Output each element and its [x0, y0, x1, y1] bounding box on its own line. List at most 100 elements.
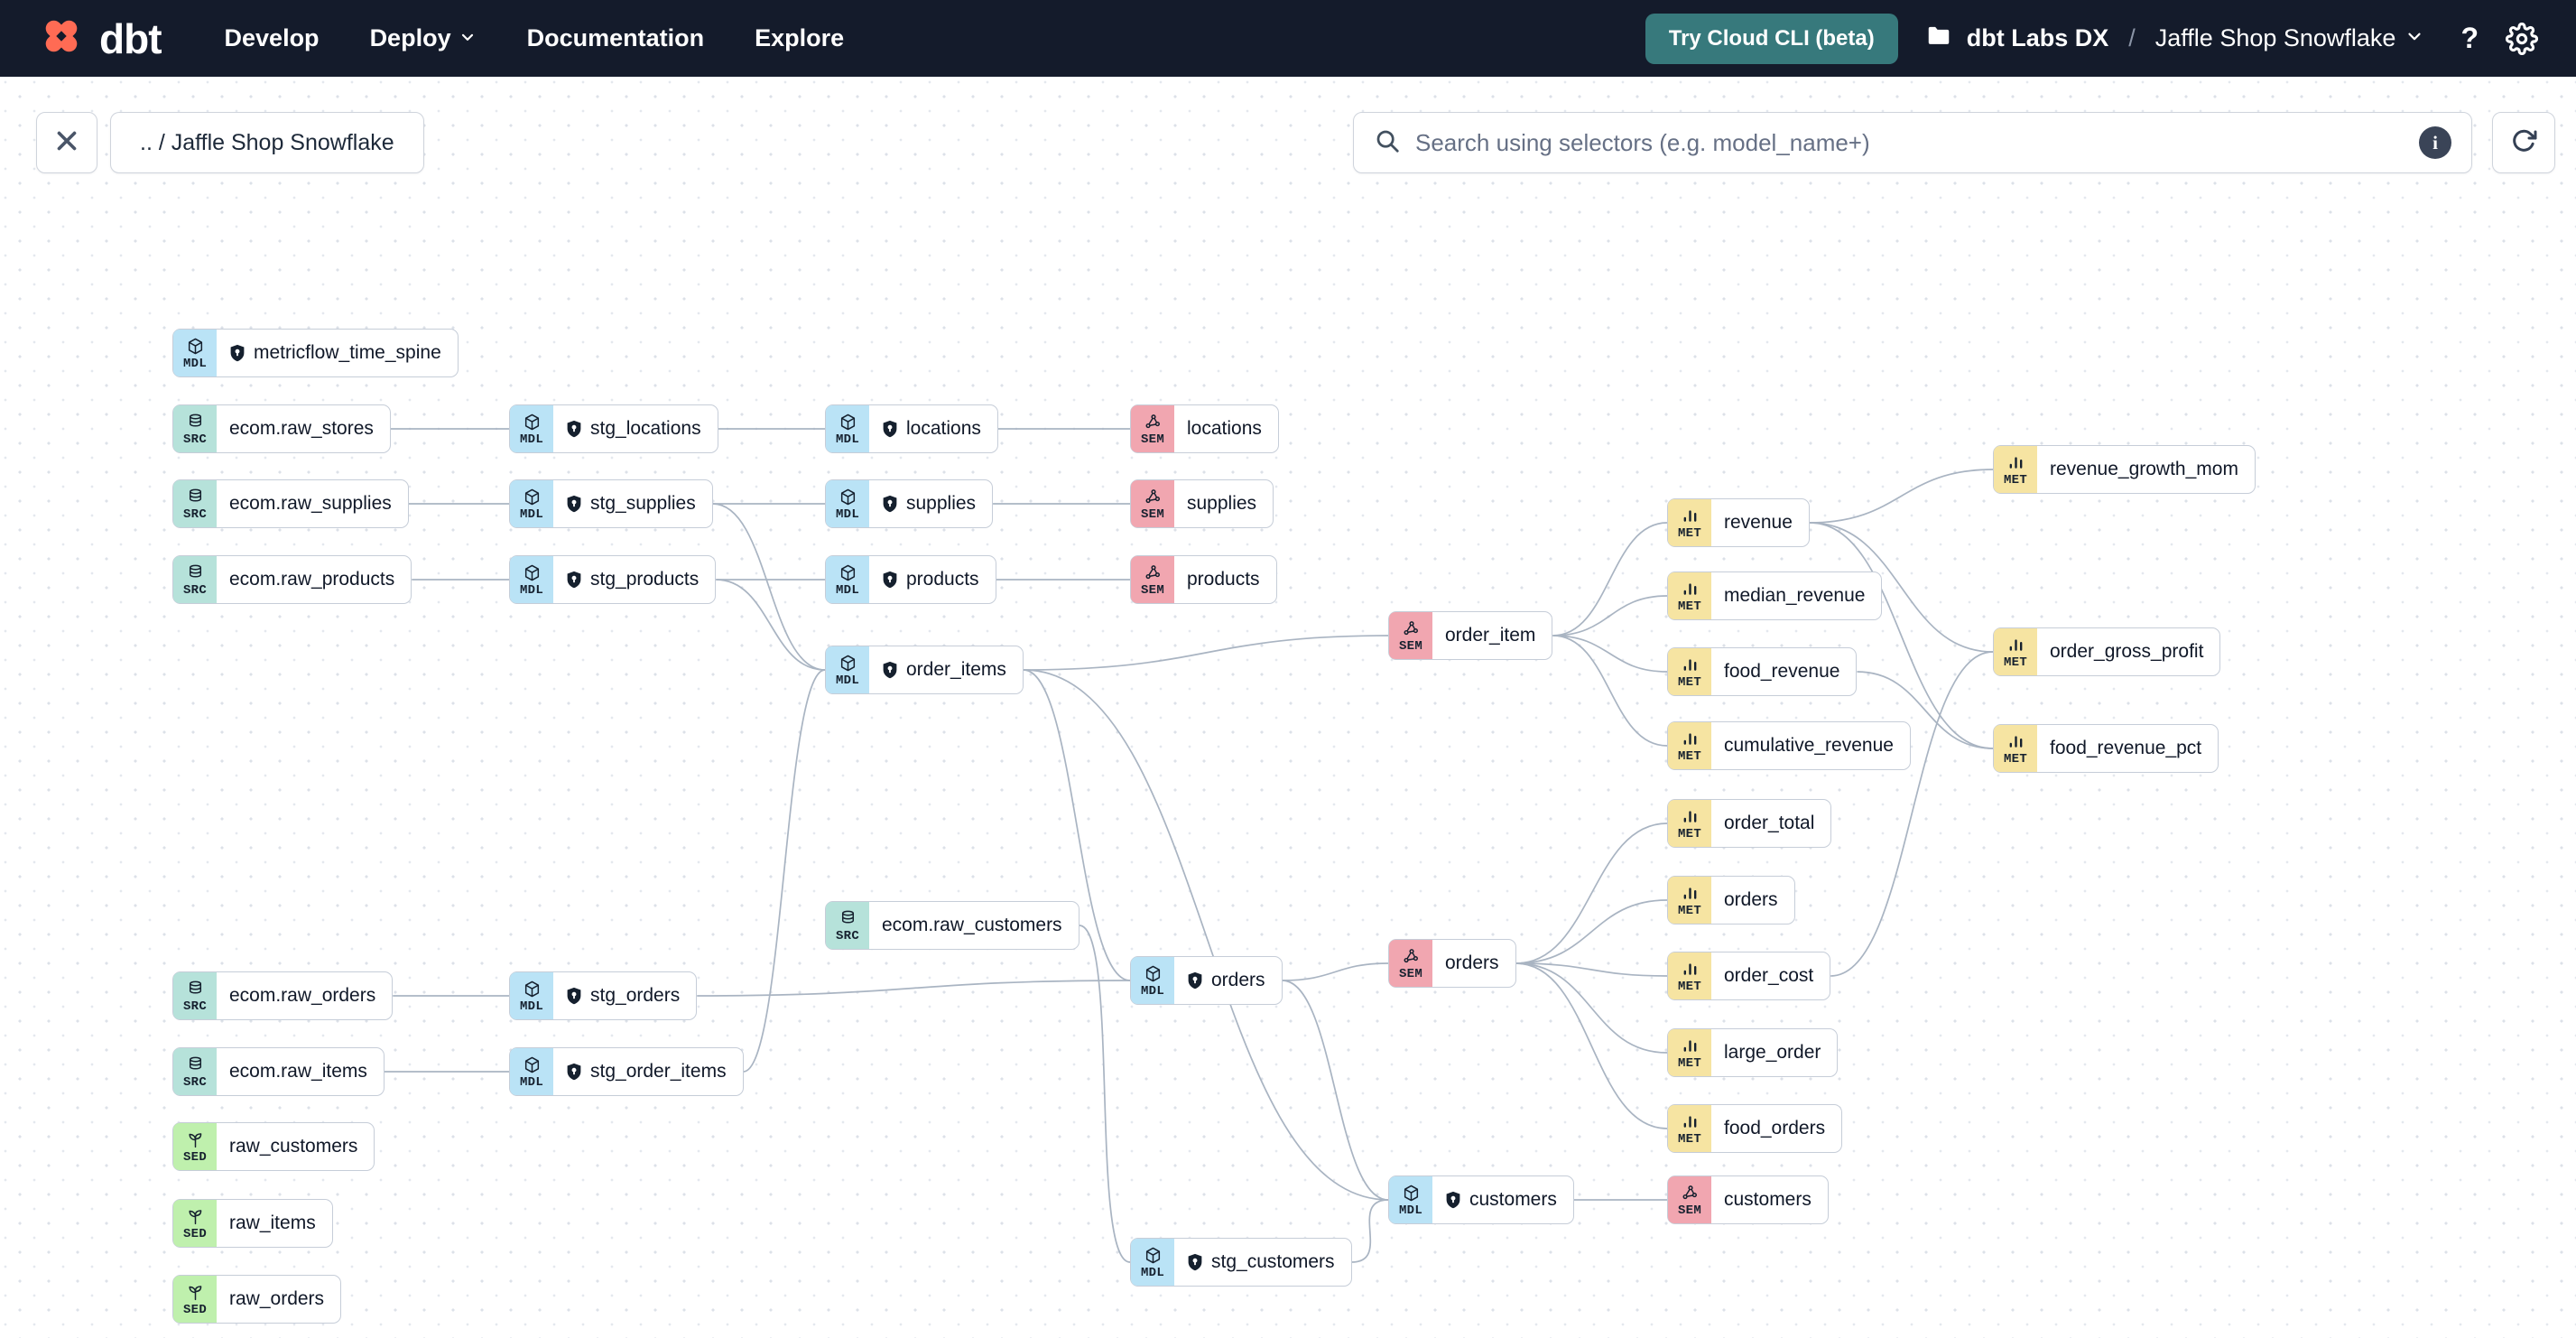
- node-type-badge: SEM: [1140, 506, 1165, 522]
- node-type-icon-box: SEM: [1131, 405, 1174, 452]
- node-sem_orders[interactable]: SEM orders: [1388, 939, 1516, 988]
- node-mdl_order_items[interactable]: MDL order_items: [825, 646, 1024, 694]
- node-type-icon-box: MDL: [510, 405, 553, 452]
- node-label: orders: [1445, 952, 1499, 973]
- node-met_median_revenue[interactable]: MET median_revenue: [1667, 571, 1883, 620]
- node-sem_supplies[interactable]: SEM supplies: [1130, 479, 1274, 528]
- selector-search-bar: i: [1353, 112, 2472, 173]
- node-type-icon: [186, 980, 205, 999]
- node-met_order_total[interactable]: MET order_total: [1667, 799, 1832, 848]
- node-type-icon-box: SRC: [173, 480, 217, 527]
- node-type-icon-box: MDL: [510, 1048, 553, 1095]
- node-type-badge: SRC: [182, 432, 208, 447]
- nav-item-deploy[interactable]: Deploy: [370, 24, 477, 52]
- node-src_raw_items[interactable]: SRC ecom.raw_items: [172, 1047, 385, 1096]
- node-type-badge: MET: [1677, 826, 1702, 841]
- node-met_large_order[interactable]: MET large_order: [1667, 1028, 1839, 1077]
- node-type-badge: MET: [1677, 979, 1702, 994]
- node-type-icon: [1402, 619, 1421, 638]
- node-sem_products[interactable]: SEM products: [1130, 555, 1277, 604]
- node-sem_customers[interactable]: SEM customers: [1667, 1175, 1829, 1224]
- node-mdl_stg_customers[interactable]: MDL stg_customers: [1130, 1238, 1352, 1287]
- node-type-icon: [839, 413, 857, 432]
- search-icon: [1374, 127, 1401, 159]
- node-type-icon-box: MDL: [826, 646, 869, 693]
- node-met_food_orders[interactable]: MET food_orders: [1667, 1104, 1843, 1153]
- node-met_orders[interactable]: MET orders: [1667, 876, 1795, 925]
- shield-icon: [566, 495, 582, 513]
- try-cloud-cli-button[interactable]: Try Cloud CLI (beta): [1645, 13, 1898, 64]
- node-met_revenue_growth_mom[interactable]: MET revenue_growth_mom: [1993, 445, 2256, 494]
- node-type-icon-box: MDL: [826, 556, 869, 603]
- node-type-badge: MET: [2003, 655, 2028, 670]
- node-metricflow_time_spine[interactable]: MDL metricflow_time_spine: [172, 329, 459, 377]
- node-sem_order_item[interactable]: SEM order_item: [1388, 611, 1553, 660]
- node-mdl_products[interactable]: MDL products: [825, 555, 996, 604]
- node-type-badge: SRC: [835, 928, 860, 943]
- node-src_raw_supplies[interactable]: SRC ecom.raw_supplies: [172, 479, 409, 528]
- node-met_revenue[interactable]: MET revenue: [1667, 498, 1810, 547]
- node-label: food_orders: [1724, 1118, 1826, 1138]
- node-type-icon: [523, 563, 542, 582]
- node-sem_locations[interactable]: SEM locations: [1130, 404, 1279, 453]
- node-stg_locations[interactable]: MDL stg_locations: [509, 404, 718, 453]
- node-met_cumulative_revenue[interactable]: MET cumulative_revenue: [1667, 721, 1911, 770]
- nav-item-explore[interactable]: Explore: [755, 24, 845, 51]
- node-seed_raw_customers[interactable]: SED raw_customers: [172, 1122, 375, 1171]
- node-type-icon: [2006, 453, 2025, 472]
- node-met_order_cost[interactable]: MET order_cost: [1667, 952, 1831, 1000]
- node-mdl_customers[interactable]: MDL customers: [1388, 1175, 1574, 1224]
- node-label: customers: [1469, 1189, 1557, 1210]
- folder-icon: [1925, 22, 1952, 55]
- dbt-logo-text: dbt: [99, 14, 162, 62]
- node-type-badge: MDL: [182, 356, 208, 371]
- node-stg_order_items[interactable]: MDL stg_order_items: [509, 1047, 744, 1096]
- node-met_order_gross_profit[interactable]: MET order_gross_profit: [1993, 627, 2221, 676]
- account-name[interactable]: dbt Labs DX: [1966, 24, 2109, 51]
- node-type-icon: [1681, 884, 1700, 903]
- help-icon[interactable]: ?: [2460, 22, 2479, 54]
- lineage-canvas[interactable]: MDL metricflow_time_spine SRC ecom.raw_s…: [0, 77, 2576, 1338]
- node-type-icon: [839, 563, 857, 582]
- node-type-badge: MDL: [519, 506, 544, 522]
- node-met_food_revenue_pct[interactable]: MET food_revenue_pct: [1993, 724, 2219, 773]
- node-src_raw_products[interactable]: SRC ecom.raw_products: [172, 555, 412, 604]
- dbt-logo[interactable]: dbt: [38, 13, 162, 64]
- node-type-icon: [1681, 580, 1700, 599]
- info-icon[interactable]: i: [2419, 126, 2451, 159]
- node-src_raw_orders[interactable]: SRC ecom.raw_orders: [172, 971, 394, 1020]
- node-type-icon: [1681, 807, 1700, 826]
- shield-icon: [1187, 971, 1203, 990]
- node-type-icon-box: MET: [1668, 1029, 1711, 1076]
- close-lineage-button[interactable]: [36, 112, 97, 173]
- node-mdl_supplies[interactable]: MDL supplies: [825, 479, 994, 528]
- project-selector[interactable]: Jaffle Shop Snowflake: [2155, 24, 2425, 52]
- node-seed_raw_items[interactable]: SED raw_items: [172, 1199, 333, 1248]
- node-type-icon: [186, 413, 205, 432]
- node-label: orders: [1211, 970, 1265, 990]
- node-type-badge: SRC: [182, 582, 208, 598]
- node-stg_orders[interactable]: MDL stg_orders: [509, 971, 698, 1020]
- node-type-icon-box: SEM: [1131, 480, 1174, 527]
- node-label: stg_orders: [590, 985, 681, 1006]
- search-input[interactable]: [1415, 128, 2405, 157]
- node-stg_products[interactable]: MDL stg_products: [509, 555, 717, 604]
- refresh-button[interactable]: [2492, 112, 2555, 173]
- node-type-badge: MDL: [519, 582, 544, 598]
- node-type-icon-box: SRC: [173, 556, 217, 603]
- node-mdl_locations[interactable]: MDL locations: [825, 404, 998, 453]
- node-met_food_revenue[interactable]: MET food_revenue: [1667, 647, 1858, 696]
- node-mdl_orders[interactable]: MDL orders: [1130, 956, 1283, 1005]
- project-name: Jaffle Shop Snowflake: [2154, 24, 2396, 51]
- node-label: stg_products: [590, 569, 700, 590]
- node-type-icon-box: SRC: [173, 405, 217, 452]
- node-seed_raw_orders[interactable]: SED raw_orders: [172, 1275, 342, 1324]
- node-src_raw_customers[interactable]: SRC ecom.raw_customers: [825, 901, 1080, 950]
- nav-item-develop[interactable]: Develop: [224, 24, 320, 51]
- dbt-logo-icon: [38, 13, 85, 64]
- node-src_raw_stores[interactable]: SRC ecom.raw_stores: [172, 404, 391, 453]
- nav-item-documentation[interactable]: Documentation: [526, 24, 705, 51]
- gear-icon[interactable]: [2506, 22, 2538, 55]
- node-stg_supplies[interactable]: MDL stg_supplies: [509, 479, 713, 528]
- breadcrumb[interactable]: .. / Jaffle Shop Snowflake: [110, 112, 424, 173]
